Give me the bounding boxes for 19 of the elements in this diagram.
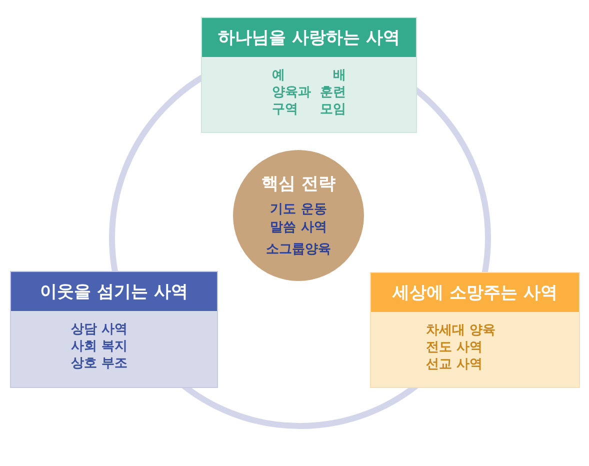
ministry-card xyxy=(201,17,417,133)
ministry-item: 차세대 양육 xyxy=(426,322,496,339)
ministry-item: 예 배 xyxy=(272,67,346,84)
ministry-item: 구역 모임 xyxy=(272,101,346,118)
ministry-item: 전도 사역 xyxy=(426,339,483,356)
ministry-item: 선교 사역 xyxy=(426,356,483,373)
ministry-item: 양육과 훈련 xyxy=(272,84,346,101)
strategy-item: 말씀 사역 xyxy=(270,219,327,237)
ministry-card xyxy=(10,271,218,388)
card-header: 세상에 소망주는 사역 xyxy=(371,273,579,312)
circle-title: 핵심 전략 xyxy=(262,173,336,195)
ministry-item: 사회 복지 xyxy=(71,338,128,355)
card-header: 하나님을 사랑하는 사역 xyxy=(202,18,416,57)
strategy-item: 소그룹양육 xyxy=(266,241,331,259)
card-header: 이웃을 섬기는 사역 xyxy=(11,272,217,311)
ministry-item: 상호 부조 xyxy=(71,355,128,372)
ministry-item: 상담 사역 xyxy=(71,321,128,338)
strategy-item: 기도 운동 xyxy=(270,201,327,219)
ministry-card xyxy=(370,272,580,388)
